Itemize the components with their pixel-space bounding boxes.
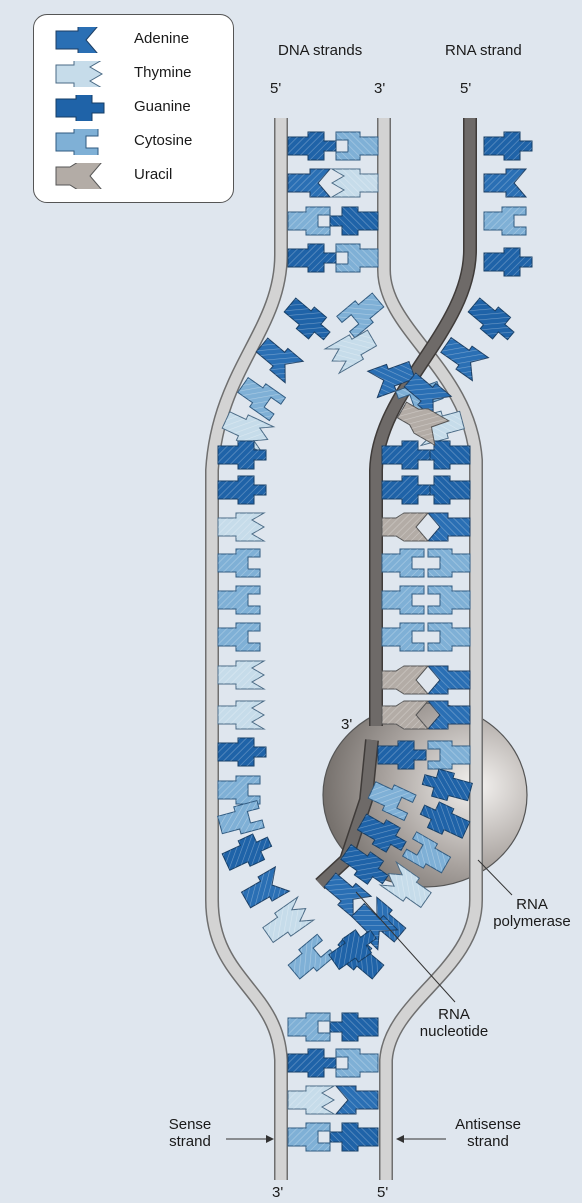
sense-bottom-end: 3' xyxy=(272,1184,283,1201)
legend-cytosine: Cytosine xyxy=(34,127,233,155)
antisense-bottom-end: 5' xyxy=(377,1184,388,1201)
legend-cytosine-label: Cytosine xyxy=(134,132,192,149)
adenine-icon xyxy=(52,27,122,53)
guanine-icon xyxy=(52,95,122,121)
legend-uracil: Uracil xyxy=(34,161,233,189)
legend-thymine: Thymine xyxy=(34,59,233,87)
rna-nucleotide-label: RNA nucleotide xyxy=(404,1006,504,1040)
rna-bottom-end: 3' xyxy=(341,716,352,733)
legend-uracil-label: Uracil xyxy=(134,166,172,183)
rna-strand-label: RNA strand xyxy=(445,42,522,59)
antisense-strand-label: Antisense strand xyxy=(448,1116,528,1150)
legend-guanine-label: Guanine xyxy=(134,98,191,115)
legend-thymine-label: Thymine xyxy=(134,64,192,81)
cytosine-icon xyxy=(52,129,122,155)
legend-adenine: Adenine xyxy=(34,25,233,53)
sense-top-end: 5' xyxy=(270,80,281,97)
dna-strands-label: DNA strands xyxy=(278,42,362,59)
uracil-icon xyxy=(52,163,122,189)
rna-top-end: 5' xyxy=(460,80,471,97)
legend: Adenine Thymine Guanine Cytosine Uracil xyxy=(33,14,234,203)
legend-adenine-label: Adenine xyxy=(134,30,189,47)
rna-polymerase-label: RNA polymerase xyxy=(487,896,577,930)
antisense-top-end: 3' xyxy=(374,80,385,97)
sense-strand-label: Sense strand xyxy=(158,1116,222,1150)
thymine-icon xyxy=(52,61,122,87)
legend-guanine: Guanine xyxy=(34,93,233,121)
